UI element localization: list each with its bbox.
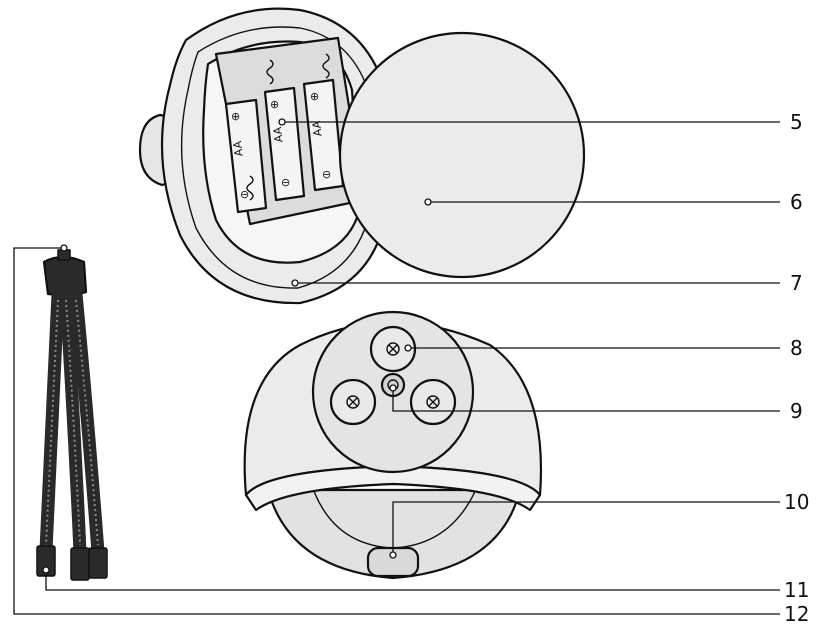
leader-10: [392, 501, 780, 555]
battery-1-type: AA: [231, 140, 246, 157]
battery-2: AA ⊕ ⊖: [263, 86, 306, 202]
callout-5: 5: [790, 110, 803, 134]
tripod-leg-left: [39, 287, 65, 557]
screw-right: [409, 378, 457, 426]
callout-6: 6: [790, 190, 803, 214]
tripod-foot-right: [88, 547, 108, 579]
screw-left: [329, 378, 377, 426]
leader-11: [45, 570, 780, 591]
callout-12: 12: [784, 602, 809, 626]
battery-1-minus: ⊖: [240, 188, 249, 201]
tripod: [36, 249, 108, 581]
battery-3-plus: ⊕: [310, 90, 319, 103]
callout-8: 8: [790, 336, 803, 360]
battery-1-plus: ⊕: [231, 110, 240, 123]
leader-lines: [13, 118, 780, 615]
battery-2-type: AA: [271, 126, 286, 143]
battery-2-minus: ⊖: [281, 176, 290, 189]
battery-cover-disc: [338, 31, 586, 279]
sensor-rim: [244, 464, 542, 512]
battery-cover: [338, 31, 586, 279]
spring-3: [322, 53, 330, 79]
battery-3-type: AA: [310, 120, 325, 137]
battery-3: AA ⊕ ⊖: [302, 78, 345, 192]
callout-9: 9: [790, 399, 803, 423]
callout-10: 10: [784, 490, 809, 514]
sensor-housing-open: AA ⊕ ⊖ AA ⊕ ⊖ AA ⊕ ⊖: [138, 7, 390, 305]
battery-1: AA ⊕ ⊖: [224, 98, 268, 214]
leader-9: [392, 388, 780, 412]
screw-top: [369, 325, 417, 373]
tripod-foot-middle: [70, 547, 90, 581]
battery-2-plus: ⊕: [270, 98, 279, 111]
spring-2: [266, 59, 274, 85]
spring-1: [246, 175, 254, 201]
sensor-lens-dome: [266, 488, 522, 580]
battery-3-minus: ⊖: [322, 168, 331, 181]
shell-inner-rim: [180, 26, 373, 289]
callout-labels: 5 6 7 8 9 10 11 12: [784, 110, 809, 626]
leader-12: [13, 247, 780, 615]
callout-7: 7: [790, 271, 803, 295]
callout-11: 11: [784, 578, 809, 602]
